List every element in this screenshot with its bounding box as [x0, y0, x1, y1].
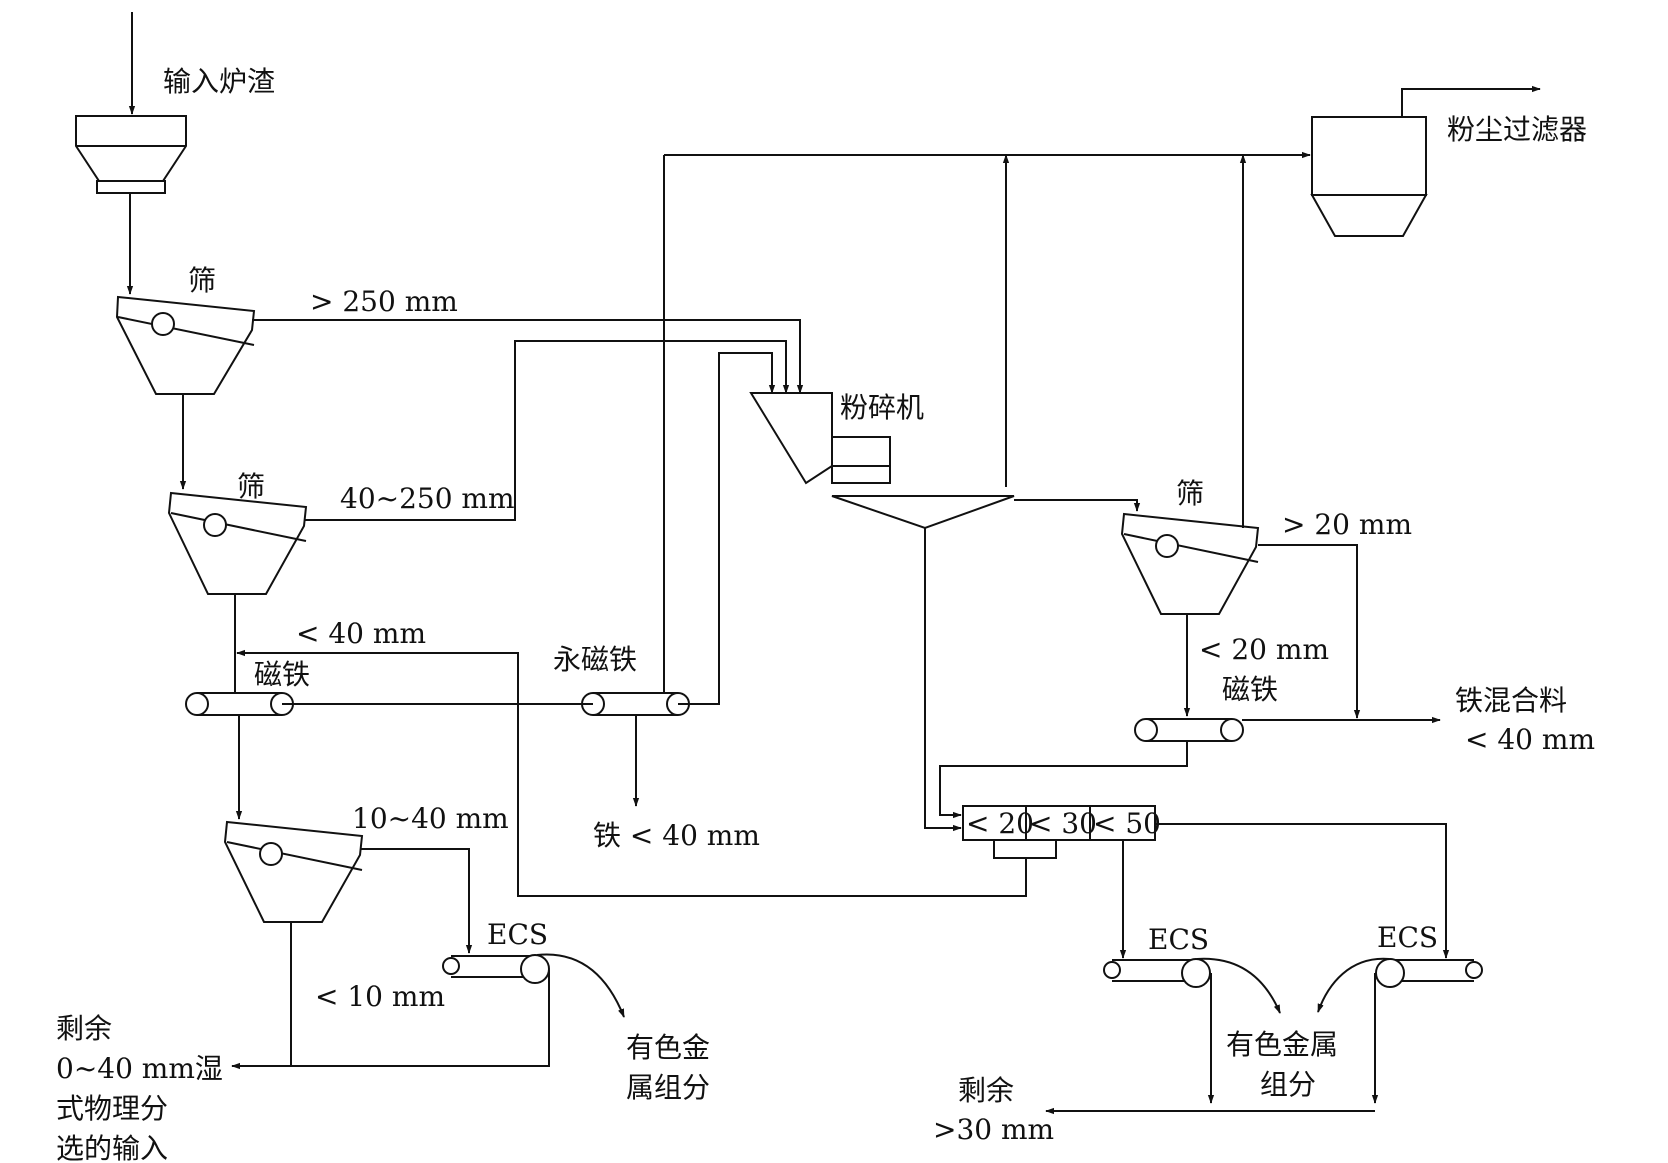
- label-permanent-magnet: 永磁铁: [553, 643, 637, 676]
- feed-hopper: [75, 115, 187, 194]
- label-gt-20: > 20 mm: [1282, 508, 1412, 541]
- magnet-conveyor-2: [1134, 718, 1244, 742]
- ecs-separator-1: [442, 954, 550, 984]
- label-dust-filter: 粉尘过滤器: [1447, 113, 1587, 146]
- label-input-slag: 输入炉渣: [163, 65, 275, 98]
- label-nonferrous-2b: 组分: [1260, 1068, 1316, 1101]
- label-magnet-1: 磁铁: [254, 658, 310, 691]
- screen-1: [115, 295, 256, 395]
- label-screen-1: 筛: [188, 264, 216, 297]
- label-ecs-2: ECS: [1148, 923, 1209, 956]
- label-bin-lt-50: < 50: [1093, 807, 1161, 840]
- magnet-conveyor-1: [185, 692, 294, 716]
- label-lt-40-return: < 40 mm: [296, 617, 426, 650]
- label-gt-250: > 250 mm: [310, 285, 458, 318]
- label-crusher: 粉碎机: [840, 391, 924, 424]
- permanent-magnet-conveyor: [581, 692, 690, 716]
- ecs-separator-3: [1375, 958, 1483, 988]
- label-nonferrous-1a: 有色金: [626, 1031, 710, 1064]
- crusher: [749, 392, 1015, 530]
- label-ecs-3: ECS: [1377, 921, 1438, 954]
- label-lt-10: < 10 mm: [315, 980, 445, 1013]
- screen-2: [167, 491, 308, 595]
- label-range-10-40: 10~40 mm: [352, 802, 509, 835]
- label-lt-20: < 20 mm: [1199, 633, 1329, 666]
- label-range-40-250: 40~250 mm: [340, 482, 515, 515]
- label-remain-2a: 剩余: [958, 1074, 1014, 1107]
- label-nonferrous-2a: 有色金属: [1226, 1028, 1338, 1061]
- label-bin-lt-20: < 20: [966, 807, 1034, 840]
- diagram-labels: 输入炉渣 粉尘过滤器 筛 > 250 mm 筛 40~250 mm 粉碎机 筛 …: [56, 65, 1595, 1163]
- ecs-separator-2: [1103, 958, 1211, 988]
- label-iron-lt-40: 铁 < 40 mm: [593, 819, 760, 852]
- label-iron-mix-2: < 40 mm: [1465, 723, 1595, 756]
- label-remain-2b: >30 mm: [933, 1113, 1054, 1146]
- label-remain-1c: 式物理分: [56, 1092, 168, 1125]
- label-nonferrous-1b: 属组分: [626, 1071, 710, 1104]
- label-magnet-2: 磁铁: [1222, 673, 1278, 706]
- label-iron-mix-1: 铁混合料: [1455, 684, 1567, 717]
- dust-filter: [1310, 85, 1541, 237]
- flow-lines: [126, 12, 1450, 1115]
- label-screen-3: 筛: [1176, 477, 1204, 510]
- screen-4: [223, 820, 364, 923]
- label-remain-1b: 0~40 mm湿: [56, 1052, 223, 1085]
- label-remain-1a: 剩余: [56, 1012, 112, 1045]
- label-remain-1d: 选的输入: [56, 1132, 168, 1163]
- label-ecs-1: ECS: [487, 918, 548, 951]
- label-bin-lt-30: < 30: [1029, 807, 1097, 840]
- label-screen-2: 筛: [237, 470, 265, 503]
- screen-3: [1120, 512, 1260, 615]
